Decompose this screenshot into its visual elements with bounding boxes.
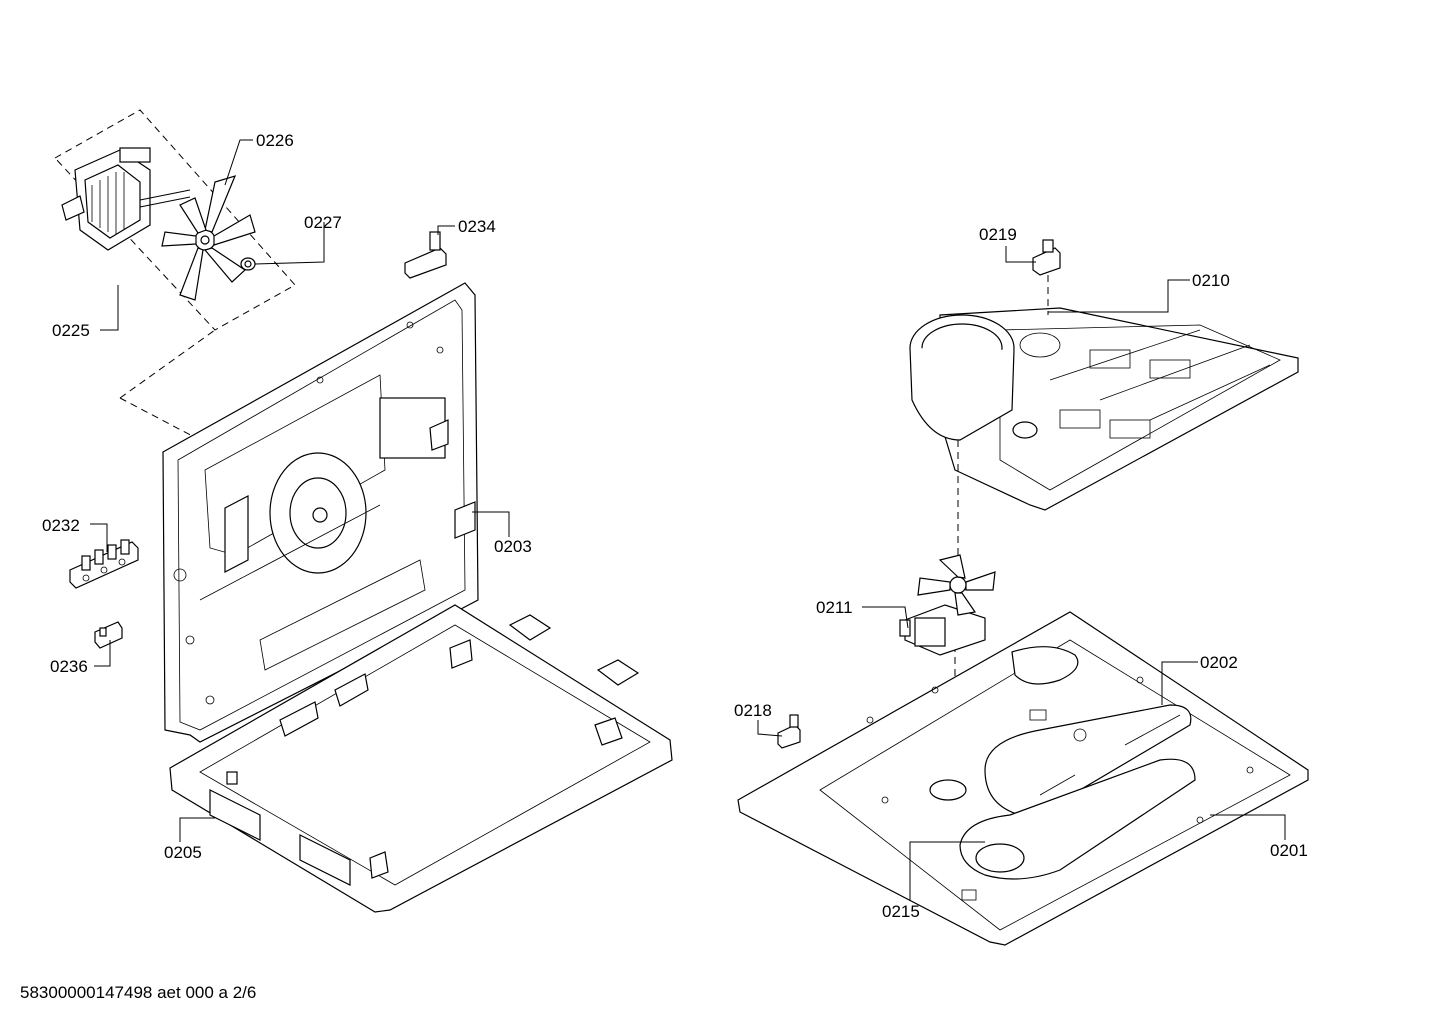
cooling-fan-motor bbox=[899, 554, 996, 656]
top-duct-plate bbox=[909, 307, 1299, 511]
fan-nut bbox=[240, 257, 256, 271]
clip-0218 bbox=[777, 714, 801, 749]
label-0226: 0226 bbox=[256, 131, 294, 150]
label-0236: 0236 bbox=[50, 657, 88, 676]
fan-motor bbox=[61, 147, 191, 251]
label-0219: 0219 bbox=[979, 225, 1017, 244]
label-0202: 0202 bbox=[1200, 653, 1238, 672]
document-footer: 58300000147498 aet 000 a 2/6 bbox=[20, 983, 256, 1002]
fan-motor-group-outline bbox=[54, 109, 296, 441]
clip-0234 bbox=[404, 231, 447, 279]
label-0210: 0210 bbox=[1192, 271, 1230, 290]
label-0225: 0225 bbox=[52, 321, 90, 340]
base-plate bbox=[737, 611, 1309, 946]
label-0215: 0215 bbox=[882, 902, 920, 921]
label-0234: 0234 bbox=[458, 217, 496, 236]
label-0201: 0201 bbox=[1270, 841, 1308, 860]
label-0232: 0232 bbox=[42, 516, 80, 535]
label-0203: 0203 bbox=[494, 537, 532, 556]
bottom-tray bbox=[169, 604, 673, 913]
label-0205: 0205 bbox=[164, 843, 202, 862]
clip-0219 bbox=[1032, 239, 1061, 276]
fan-impeller bbox=[161, 175, 256, 301]
rear-panel bbox=[162, 282, 479, 743]
label-0211: 0211 bbox=[816, 598, 853, 617]
terminal-block-0232 bbox=[69, 539, 139, 589]
label-0227: 0227 bbox=[304, 213, 342, 232]
label-0218: 0218 bbox=[734, 701, 772, 720]
leader-lines bbox=[90, 139, 1286, 900]
clip-0236 bbox=[94, 621, 123, 649]
